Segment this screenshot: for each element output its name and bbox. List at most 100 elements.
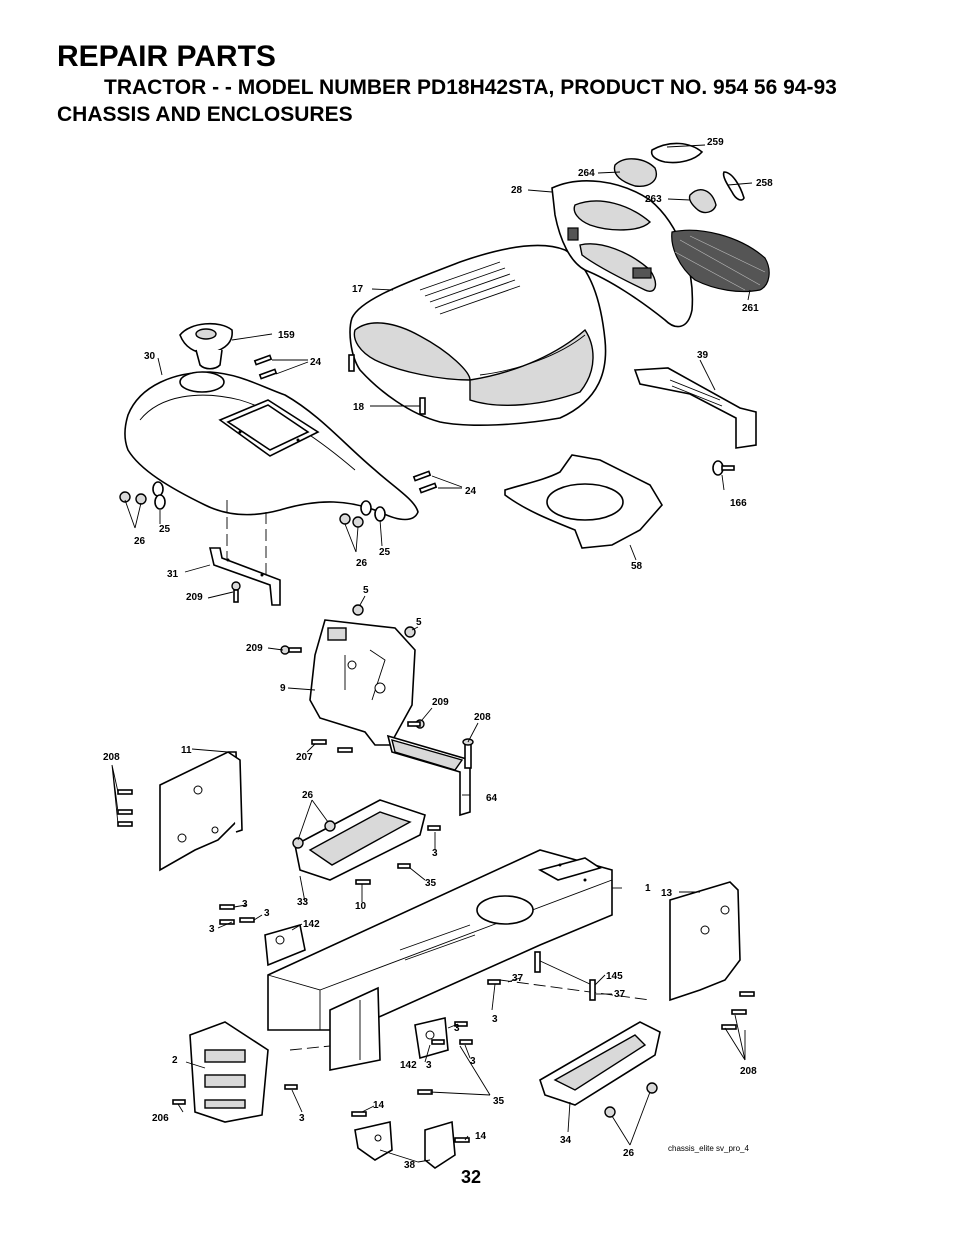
callout-261: 261 bbox=[742, 303, 759, 314]
callout-26d: 26 bbox=[623, 1148, 635, 1159]
callout-33: 33 bbox=[297, 897, 309, 908]
callout-39: 39 bbox=[697, 350, 709, 361]
screw-part-206 bbox=[172, 1099, 186, 1105]
callout-30: 30 bbox=[144, 351, 156, 362]
callout-1: 1 bbox=[645, 883, 651, 894]
callout-5b: 5 bbox=[416, 617, 422, 628]
bolts-part-3-group bbox=[417, 979, 501, 1095]
rod-part-145 bbox=[534, 951, 596, 1001]
nuts-part-26d bbox=[604, 1082, 658, 1118]
seat-adapter-part-159 bbox=[179, 322, 233, 370]
callout-207: 207 bbox=[296, 752, 313, 763]
callout-35b: 35 bbox=[493, 1096, 505, 1107]
mesh-grille-part-261 bbox=[671, 229, 770, 293]
callout-24b: 24 bbox=[465, 486, 477, 497]
section-title: CHASSIS AND ENCLOSURES bbox=[57, 103, 353, 126]
callout-209b: 209 bbox=[246, 643, 263, 654]
callout-13: 13 bbox=[661, 888, 673, 899]
callout-142b: 142 bbox=[400, 1060, 417, 1071]
screw-part-3i bbox=[284, 1084, 298, 1090]
bolts-part-208a bbox=[117, 789, 133, 827]
callout-37a: 37 bbox=[512, 973, 524, 984]
callout-5a: 5 bbox=[363, 585, 369, 596]
callout-142a: 142 bbox=[303, 919, 320, 930]
callout-25b: 25 bbox=[379, 547, 391, 558]
screw-part-35a bbox=[397, 863, 411, 869]
bolt-part-208b bbox=[462, 738, 474, 769]
callout-3d: 3 bbox=[209, 924, 215, 935]
callout-37b: 37 bbox=[614, 989, 626, 1000]
callout-31: 31 bbox=[167, 569, 179, 580]
callout-166: 166 bbox=[730, 498, 747, 509]
callout-28: 28 bbox=[511, 185, 523, 196]
bracket-part-142a bbox=[264, 923, 306, 967]
washers-nuts-right bbox=[339, 500, 386, 528]
callout-259: 259 bbox=[707, 137, 724, 148]
bolts-part-208c bbox=[721, 991, 755, 1030]
callout-208b: 208 bbox=[474, 712, 491, 723]
side-panel-part-13 bbox=[669, 881, 741, 1002]
callout-3g: 3 bbox=[426, 1060, 432, 1071]
pan-part-58 bbox=[504, 454, 663, 549]
screw-part-10 bbox=[355, 879, 371, 885]
nut-part-26c bbox=[292, 820, 336, 849]
hood-part-17 bbox=[349, 244, 607, 426]
bracket-part-263 bbox=[688, 189, 717, 214]
screw-part-209a bbox=[231, 581, 241, 603]
rear-plate-section bbox=[329, 986, 381, 1071]
callout-9: 9 bbox=[280, 683, 286, 694]
frame-part-1 bbox=[267, 849, 613, 1031]
callout-3i: 3 bbox=[299, 1113, 305, 1124]
lens-part-259 bbox=[650, 142, 704, 164]
bracket-part-64 bbox=[386, 734, 471, 817]
callout-58: 58 bbox=[631, 561, 643, 572]
screw-part-209b bbox=[280, 645, 302, 655]
bracket-part-142b bbox=[414, 1017, 449, 1060]
callout-25a: 25 bbox=[159, 524, 171, 535]
callout-26a: 26 bbox=[134, 536, 146, 547]
side-panel-part-11 bbox=[159, 751, 243, 872]
callout-208a: 208 bbox=[103, 752, 120, 763]
callout-35a: 35 bbox=[425, 878, 437, 889]
callout-11: 11 bbox=[181, 745, 192, 756]
screw-part-209c bbox=[407, 719, 425, 729]
callout-26c: 26 bbox=[302, 790, 314, 801]
fender-part-30 bbox=[124, 371, 419, 521]
page-number: 32 bbox=[461, 1167, 482, 1187]
model-subtitle: TRACTOR - - MODEL NUMBER PD18H42STA, PRO… bbox=[104, 76, 837, 99]
callout-264: 264 bbox=[578, 168, 595, 179]
page-title: REPAIR PARTS bbox=[57, 40, 276, 73]
footrest-part-34 bbox=[539, 1021, 661, 1106]
callout-14b: 14 bbox=[475, 1131, 487, 1142]
front-plate-part-2 bbox=[189, 1021, 269, 1123]
screws-part-14 bbox=[351, 1111, 470, 1143]
footrest-part-33 bbox=[294, 799, 426, 881]
callout-3b: 3 bbox=[242, 899, 248, 910]
callout-34: 34 bbox=[560, 1135, 572, 1146]
callout-258: 258 bbox=[756, 178, 773, 189]
callout-3h: 3 bbox=[470, 1056, 476, 1067]
screws-part-207 bbox=[311, 739, 353, 753]
callout-206: 206 bbox=[152, 1113, 169, 1124]
headlight-part-264 bbox=[613, 158, 657, 187]
fender-bolts-part-24 bbox=[253, 354, 438, 494]
dash-panel-part-9 bbox=[309, 619, 416, 746]
callout-3f: 3 bbox=[454, 1023, 460, 1034]
callout-24a: 24 bbox=[310, 357, 322, 368]
grille-frame-part-28 bbox=[551, 180, 694, 328]
screw-part-3a bbox=[427, 825, 441, 831]
bracket-part-31 bbox=[208, 547, 281, 606]
callout-2: 2 bbox=[172, 1055, 178, 1066]
bracket-part-38 bbox=[354, 1120, 456, 1169]
callout-10: 10 bbox=[355, 901, 367, 912]
callout-labels: 259 264 28 258 263 17 261 159 30 24 39 1… bbox=[103, 137, 773, 1171]
clip-part-258 bbox=[722, 171, 745, 201]
leader-lines bbox=[111, 144, 753, 1163]
callout-263: 263 bbox=[645, 194, 662, 205]
washers-nuts-left bbox=[119, 481, 166, 510]
callout-145: 145 bbox=[606, 971, 623, 982]
callout-209a: 209 bbox=[186, 592, 203, 603]
bolts-part-3b bbox=[219, 904, 255, 925]
callout-26b: 26 bbox=[356, 558, 368, 569]
